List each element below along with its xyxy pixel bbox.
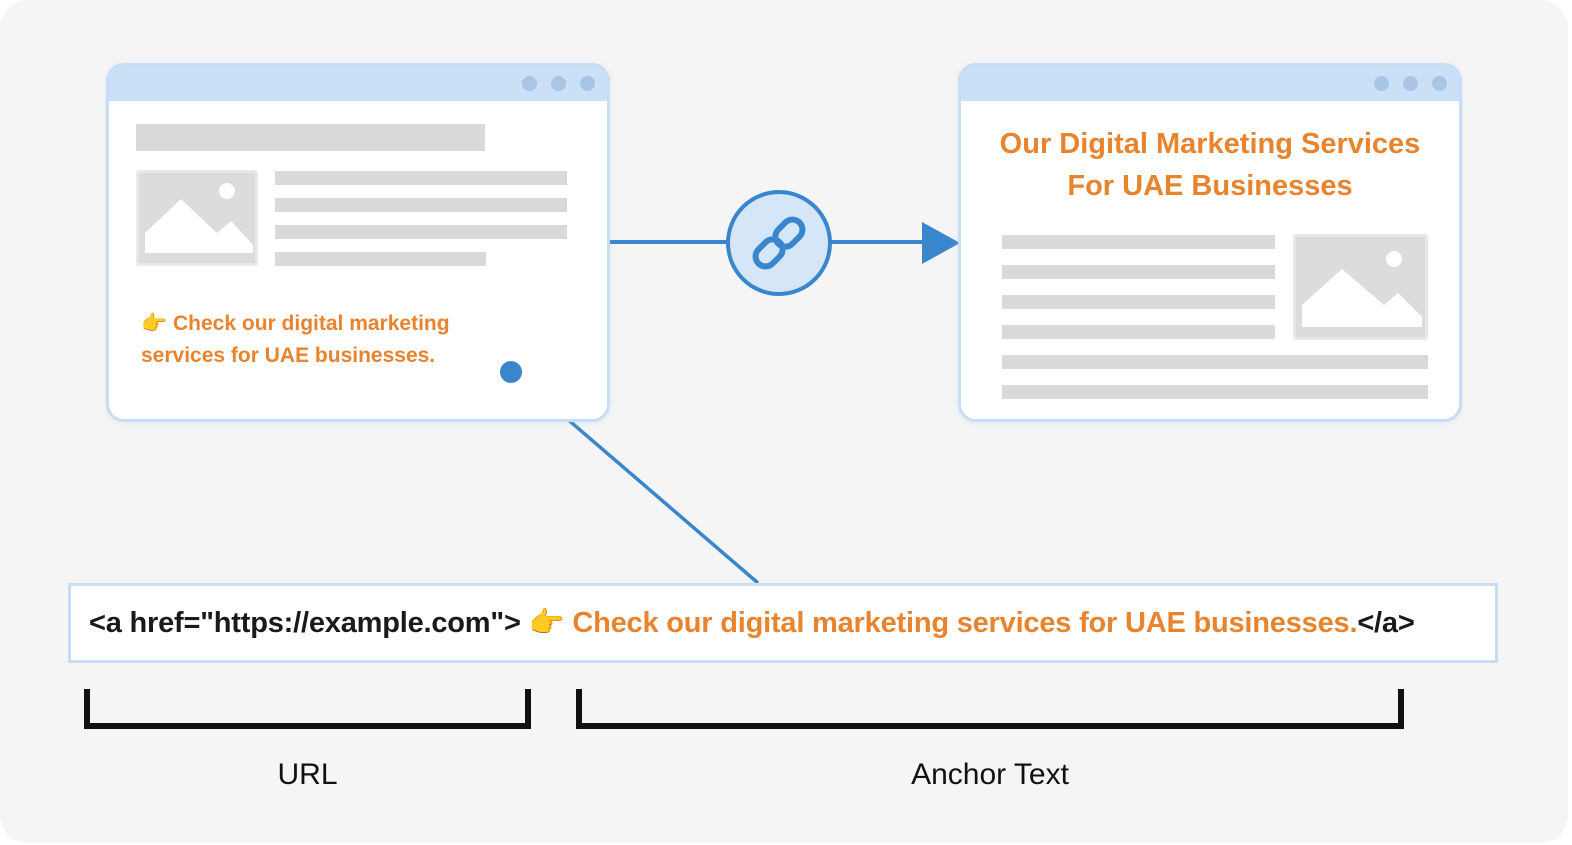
anchor-endpoint-dot <box>500 361 522 383</box>
window-dot-icon <box>1403 76 1418 91</box>
html-code-line: <a href="https://example.com"> 👉 Check o… <box>89 586 1485 660</box>
source-page-window: 👉 Check our digital marketing services f… <box>106 63 610 422</box>
window-dot-icon <box>551 76 566 91</box>
image-placeholder-icon <box>1293 234 1428 340</box>
title-placeholder-bar <box>136 124 485 151</box>
code-anchor-text: Check our digital marketing services for… <box>572 607 1358 639</box>
text-placeholder-bar <box>1002 235 1275 249</box>
text-placeholder-bar <box>1002 355 1428 369</box>
text-placeholder-bar <box>275 171 567 185</box>
pointing-hand-icon: 👉 <box>528 607 565 639</box>
text-placeholder-bar <box>1002 295 1275 309</box>
html-code-box: <a href="https://example.com"> 👉 Check o… <box>68 583 1498 663</box>
image-placeholder-icon <box>136 170 258 266</box>
arrowhead-icon <box>922 222 960 264</box>
window-dot-icon <box>580 76 595 91</box>
url-label: URL <box>277 758 338 791</box>
anchor-text-bracket <box>576 689 1404 729</box>
window-dot-icon <box>522 76 537 91</box>
target-page-heading: Our Digital Marketing Services For UAE B… <box>999 128 1421 202</box>
text-placeholder-bar <box>1002 265 1275 279</box>
text-placeholder-bar <box>1002 325 1275 339</box>
text-placeholder-bar <box>1002 385 1428 399</box>
target-page-window: Our Digital Marketing Services For UAE B… <box>958 63 1462 422</box>
window-dot-icon <box>1432 76 1447 91</box>
link-icon-circle <box>726 190 832 296</box>
anchor-snippet[interactable]: 👉 Check our digital marketing services f… <box>141 308 521 372</box>
text-placeholder-bar <box>275 252 486 266</box>
window-titlebar <box>961 66 1459 101</box>
pointing-hand-icon: 👉 <box>141 312 168 335</box>
link-chain-icon <box>752 216 806 270</box>
anchor-text-label: Anchor Text <box>911 758 1069 791</box>
window-titlebar <box>109 66 607 101</box>
code-close-tag: </a> <box>1357 607 1415 639</box>
window-dot-icon <box>1374 76 1389 91</box>
text-placeholder-bar <box>275 225 567 239</box>
anchor-snippet-text: Check our digital marketing services for… <box>141 312 450 367</box>
url-bracket <box>84 689 531 729</box>
code-open-tag: <a href="https://example.com"> <box>89 607 521 639</box>
text-placeholder-bar <box>275 198 567 212</box>
